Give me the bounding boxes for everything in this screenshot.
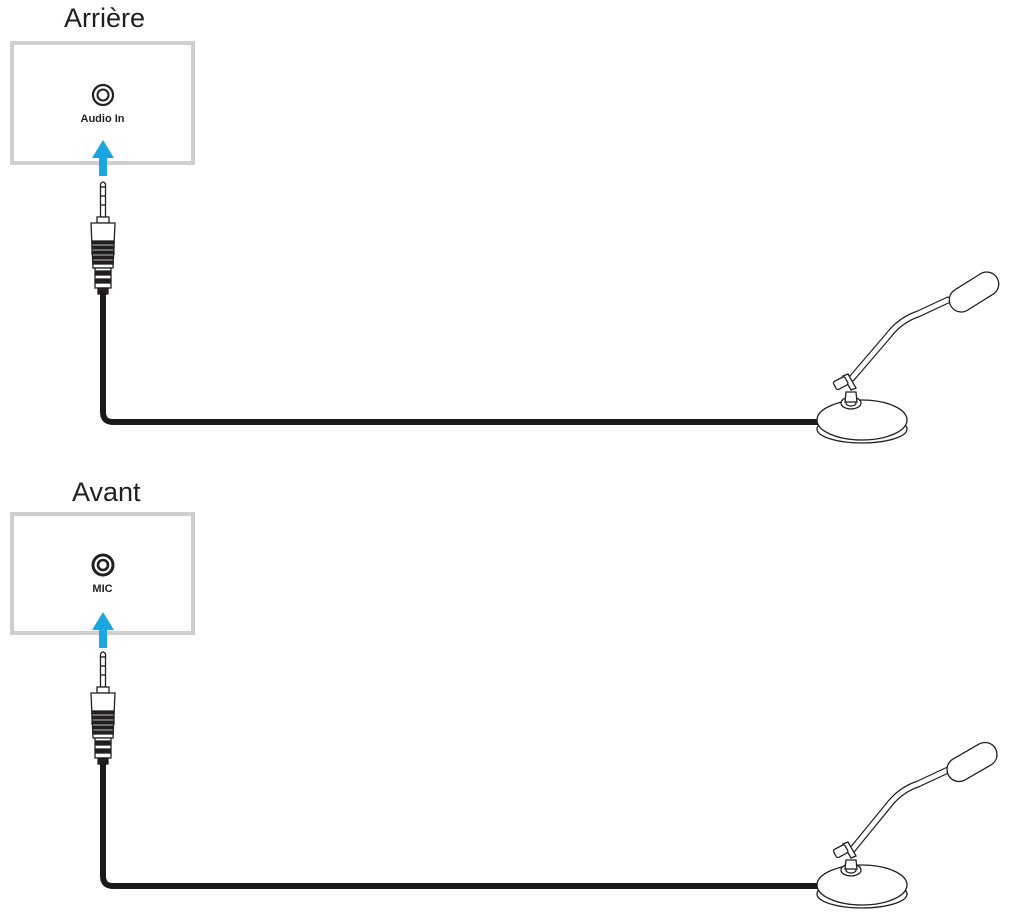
- section-title-rear: Arrière: [64, 3, 146, 33]
- audio-plug-icon: [90, 181, 116, 295]
- microphone-cable: [100, 761, 823, 889]
- microphone-icon: [816, 271, 1000, 444]
- port-label-mic: MIC: [92, 583, 113, 595]
- audio-plug-icon: [90, 651, 116, 765]
- audio-jack-icon: [91, 83, 115, 112]
- mic-jack-icon: [91, 553, 115, 582]
- section-title-front: Avant: [72, 477, 141, 507]
- insert-arrow-icon: [92, 140, 114, 176]
- rear-panel: Audio In: [10, 41, 195, 165]
- microphone-cable: [100, 291, 823, 425]
- insert-arrow-icon: [92, 612, 114, 648]
- rear-connection-diagram: [90, 140, 1000, 444]
- microphone-icon: [816, 741, 998, 909]
- port-label-audio-in: Audio In: [80, 113, 125, 125]
